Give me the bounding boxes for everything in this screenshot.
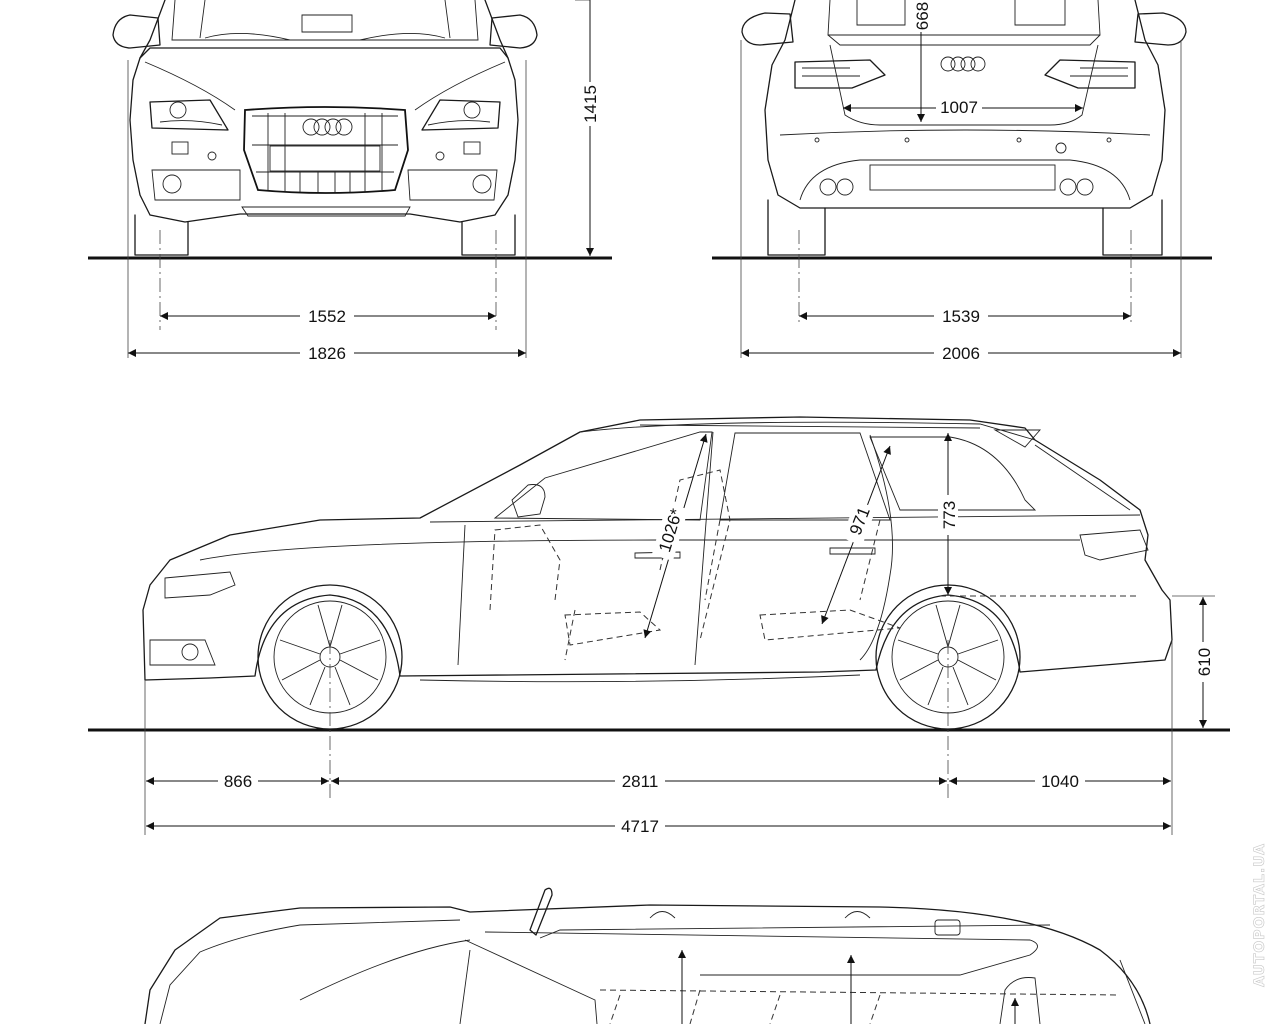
rear-seat-outline — [704, 519, 901, 641]
tailgate — [829, 44, 1099, 126]
front-grille — [243, 106, 409, 194]
sunroof — [484, 931, 1038, 976]
rear-right-mirror — [1134, 12, 1187, 46]
side-headlight — [164, 571, 236, 599]
roof-antenna — [529, 887, 553, 936]
front-dimensions: 1415 1552 1826 — [127, 0, 600, 364]
exhaust-tips — [819, 178, 1094, 196]
dim-width-body: 1826 — [308, 344, 346, 363]
watermark-text: AUTOPORTAL.UA — [1252, 843, 1269, 987]
quarter-window — [869, 436, 1037, 511]
front-license-plate — [269, 145, 381, 172]
side-taillight — [1079, 529, 1149, 561]
rear-audi-rings — [940, 56, 986, 72]
side-mirror — [511, 484, 546, 518]
dim-height: 1415 — [581, 85, 600, 123]
dim-width-mirrors: 2006 — [942, 344, 980, 363]
top-view — [144, 887, 1151, 1024]
dim-track-front: 1552 — [308, 307, 346, 326]
front-seat-outline — [489, 524, 662, 661]
rear-dimensions: 668 1007 1539 2006 — [740, 0, 1182, 364]
dim-overall-length: 4717 — [621, 817, 659, 836]
side-dimensions: 1026* 971 773 610 866 2811 1040 — [144, 433, 1215, 837]
watermark: AUTOPORTAL.UA — [1250, 815, 1270, 1015]
rear-body-outline — [764, 0, 1166, 209]
dim-rear-overhang: 1040 — [1041, 772, 1079, 791]
front-wheel — [257, 584, 403, 730]
front-body-outline — [129, 0, 519, 223]
dim-rear-seat-height: 773 — [940, 501, 959, 529]
right-headlight — [421, 99, 501, 131]
rear-diffuser — [869, 164, 1056, 191]
rearview-mirror — [301, 14, 353, 33]
dim-load-sill-height: 610 — [1195, 648, 1214, 676]
rear-view — [712, 0, 1212, 260]
dim-load-opening-height: 668 — [913, 2, 932, 30]
dim-wheelbase: 2811 — [622, 772, 659, 791]
rear-right-taillight — [1044, 59, 1136, 89]
dim-track-rear: 1539 — [942, 307, 980, 326]
dim-load-opening-width: 1007 — [940, 98, 978, 117]
dim-front-overhang: 866 — [224, 772, 252, 791]
front-audi-rings — [302, 118, 353, 136]
front-view — [88, 0, 612, 260]
left-mirror — [112, 14, 161, 49]
side-body-outline — [142, 416, 1173, 681]
rear-left-mirror — [741, 12, 794, 46]
side-view — [88, 416, 1230, 732]
rear-left-taillight — [794, 59, 886, 89]
top-body-outline — [144, 904, 1151, 1024]
left-headlight — [149, 99, 229, 131]
right-mirror — [489, 14, 538, 49]
